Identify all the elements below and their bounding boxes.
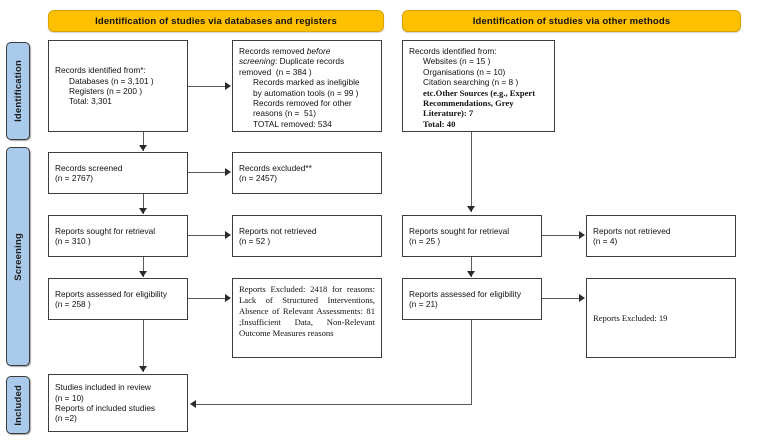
reports-assessed-left-line-0: Reports assessed for eligibility <box>55 288 168 299</box>
records-excluded-line-1: (n = 2457) <box>239 173 278 183</box>
records-removed-line-7: TOTAL removed: 534 <box>253 118 332 129</box>
banner-other-methods-label: Identification of studies via other meth… <box>472 15 671 27</box>
arrowhead-identified-to-removed <box>225 82 231 90</box>
records-identified-other-line-6: Literature): 7 <box>409 108 548 118</box>
records-identified-other-line-0: Records identified from: <box>409 46 497 56</box>
reports-sought-right-line-0: Reports sought for retrieval <box>409 225 510 236</box>
box-reports-not-retrieved-right: Reports not retrieved (n = 4) <box>586 215 736 257</box>
phase-pill-included: Included <box>6 376 30 434</box>
studies-included-line-2: Reports of included studies <box>55 403 156 413</box>
phase-label-included: Included <box>12 384 24 426</box>
connector-sought-to-notretrieved-right <box>542 235 580 236</box>
records-removed-line-1: screening: Duplicate records <box>239 56 345 67</box>
records-excluded-line-0: Records excluded** <box>239 162 312 173</box>
records-identified-other-line-7: Total: 40 <box>409 119 548 129</box>
records-identified-other-line-3: Citation searching (n = 8 ) <box>423 77 519 88</box>
phase-label-identification: Identification <box>12 60 24 122</box>
reports-not-retrieved-left-line-0: Reports not retrieved <box>239 225 317 236</box>
connector-sought-to-assessed-right <box>471 257 472 277</box>
arrowhead-sought-to-assessed-left <box>139 271 147 277</box>
connector-other-to-sought-right <box>471 132 472 212</box>
rio-l4-text: etc.Other Sources (e.g., Expert <box>423 87 536 98</box>
connector-identified-to-screened <box>143 132 144 151</box>
connector-identified-to-removed <box>188 86 226 87</box>
rio-l6-text: Literature): 7 <box>423 108 474 119</box>
reports-excluded-right-text: Reports Excluded: 19 <box>593 312 668 323</box>
records-identified-line-0: Records identified from*: <box>55 65 146 76</box>
reports-assessed-right-line-0: Reports assessed for eligibility <box>409 288 522 299</box>
box-reports-sought-right: Reports sought for retrieval (n = 25 ) <box>402 215 542 257</box>
studies-included-line-0: Studies included in review <box>55 382 151 393</box>
connector-sought-to-assessed-left <box>143 257 144 277</box>
banner-databases-label: Identification of studies via databases … <box>95 15 337 27</box>
reports-sought-right-line-1: (n = 25 ) <box>409 236 441 246</box>
arrowhead-other-to-sought-right <box>467 206 475 212</box>
records-identified-line-1: Databases (n = 3,101 ) <box>69 75 154 86</box>
reports-not-retrieved-right-line-1: (n = 4) <box>593 236 618 246</box>
connector-assessed-to-excluded-left <box>188 298 226 299</box>
connector-assessed-right-down <box>471 320 472 405</box>
arrowhead-assessed-left-to-included <box>139 366 147 372</box>
records-identified-other-line-2: Organisations (n = 10) <box>423 66 506 77</box>
records-removed-italic-screening: screening <box>239 56 275 67</box>
arrowhead-assessed-to-excluded-right <box>579 294 585 302</box>
banner-databases-registers: Identification of studies via databases … <box>48 10 384 32</box>
records-removed-line-2: removed (n = 384 ) <box>239 66 312 77</box>
reports-sought-left-line-0: Reports sought for retrieval <box>55 225 156 236</box>
reports-sought-left-line-1: (n = 310 ) <box>55 236 91 246</box>
reports-excluded-left-text: Reports Excluded: 2418 for reasons: Lack… <box>239 284 378 338</box>
phase-label-screening: Screening <box>12 232 24 281</box>
records-removed-line-5: Records removed for other <box>253 98 352 109</box>
arrowhead-assessed-to-excluded-left <box>225 294 231 302</box>
rio-l5-text: Recommendations, Grey <box>423 98 514 109</box>
box-records-excluded: Records excluded** (n = 2457) <box>232 152 382 194</box>
records-identified-other-line-1: Websites (n = 15 ) <box>423 56 491 67</box>
connector-screened-to-excluded <box>188 172 226 173</box>
arrowhead-right-to-included <box>190 400 196 408</box>
box-reports-not-retrieved-left: Reports not retrieved (n = 52 ) <box>232 215 382 257</box>
records-screened-line-0: Records screened <box>55 162 123 173</box>
records-screened-line-1: (n = 2767) <box>55 173 94 183</box>
phase-pill-screening: Screening <box>6 147 30 366</box>
reports-assessed-right-line-1: (n = 21) <box>409 299 438 309</box>
records-identified-other-line-4: etc.Other Sources (e.g., Expert <box>409 88 548 98</box>
box-reports-assessed-right: Reports assessed for eligibility (n = 21… <box>402 278 542 320</box>
records-removed-line-3: Records marked as ineligible <box>253 77 360 88</box>
reports-not-retrieved-left-line-1: (n = 52 ) <box>239 236 271 246</box>
box-reports-excluded-left: Reports Excluded: 2418 for reasons: Lack… <box>232 278 382 358</box>
box-records-removed: Records removed before screening: Duplic… <box>232 40 382 132</box>
records-identified-other-line-5: Recommendations, Grey <box>409 98 548 108</box>
connector-screened-to-sought <box>143 194 144 214</box>
connector-sought-to-notretrieved-left <box>188 235 226 236</box>
studies-included-line-1: (n = 10) <box>55 392 84 403</box>
arrowhead-sought-to-assessed-right <box>467 271 475 277</box>
box-reports-excluded-right: Reports Excluded: 19 <box>586 278 736 358</box>
arrowhead-sought-to-notretrieved-left <box>225 231 231 239</box>
rio-l7-text: Total: 40 <box>423 118 456 129</box>
banner-other-methods: Identification of studies via other meth… <box>402 10 741 32</box>
box-records-identified-other: Records identified from: Websites (n = 1… <box>402 40 555 132</box>
box-records-screened: Records screened (n = 2767) <box>48 152 188 194</box>
connector-assessed-to-excluded-right <box>542 298 580 299</box>
records-removed-line-0: Records removed before <box>239 46 331 56</box>
phase-pill-identification: Identification <box>6 42 30 140</box>
connector-assessed-right-to-included <box>196 404 472 405</box>
reports-assessed-left-line-1: (n = 258 ) <box>55 299 91 309</box>
connector-assessed-left-to-included <box>143 320 144 372</box>
reports-not-retrieved-right-line-0: Reports not retrieved <box>593 225 671 236</box>
arrowhead-screened-to-sought <box>139 208 147 214</box>
records-identified-line-2: Registers (n = 200 ) <box>69 86 143 96</box>
records-removed-line-6: reasons (n = 51) <box>253 108 316 119</box>
box-records-identified: Records identified from*: Databases (n =… <box>48 40 188 132</box>
box-reports-sought-left: Reports sought for retrieval (n = 310 ) <box>48 215 188 257</box>
arrowhead-sought-to-notretrieved-right <box>579 231 585 239</box>
records-removed-line-4: by automation tools (n = 99 ) <box>253 87 359 98</box>
arrowhead-identified-to-screened <box>139 145 147 151</box>
box-studies-included: Studies included in review (n = 10) Repo… <box>48 374 188 432</box>
studies-included-line-3: (n =2) <box>55 413 77 424</box>
records-identified-line-3: Total: 3,301 <box>69 96 112 107</box>
arrowhead-screened-to-excluded <box>225 168 231 176</box>
records-removed-italic-before: before <box>306 46 331 56</box>
box-reports-assessed-left: Reports assessed for eligibility (n = 25… <box>48 278 188 320</box>
